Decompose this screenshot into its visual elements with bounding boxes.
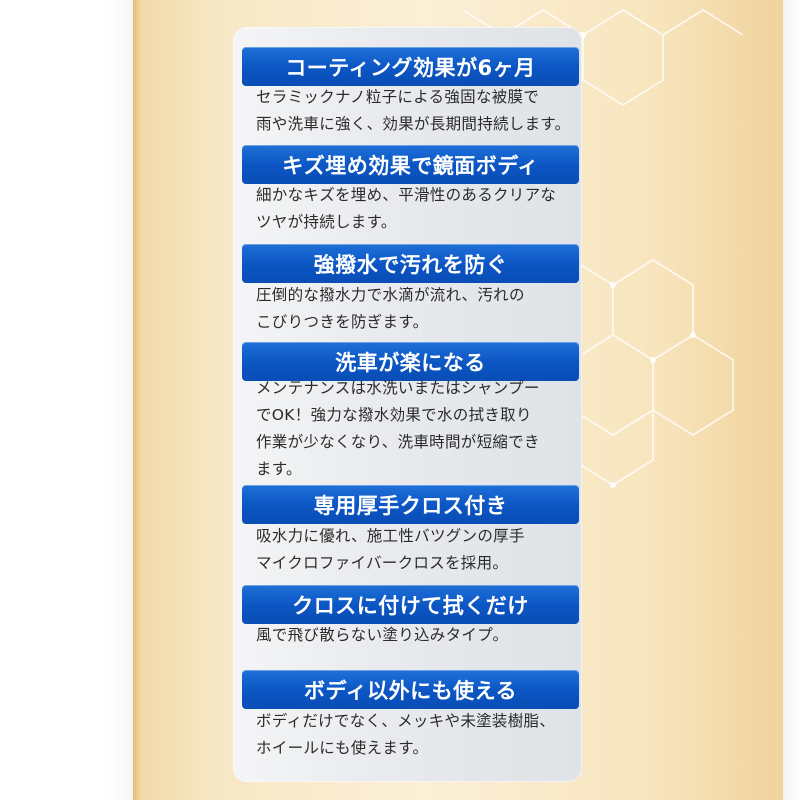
feature-heading-5: 専用厚手クロス付き xyxy=(242,485,579,524)
feature-heading-3: 強撥水で汚れを防ぐ xyxy=(242,244,579,283)
feature-heading-6: クロスに付けて拭くだけ xyxy=(242,585,579,624)
feature-title: 洗車が楽になる xyxy=(335,350,486,375)
feature-description-2: 細かなキズを埋め、平滑性のあるクリアな ツヤが持続します。 xyxy=(256,186,557,231)
background-left xyxy=(0,0,133,800)
feature-description-6: 風で飛び散らない塗り込みタイプ。 xyxy=(256,626,509,644)
feature-title: キズ埋め効果で鏡面ボディ xyxy=(282,153,539,178)
feature-title: クロスに付けて拭くだけ xyxy=(292,593,529,618)
feature-heading-7: ボディ以外にも使える xyxy=(242,670,579,709)
feature-heading-1: コーティング効果が6ヶ月 xyxy=(242,47,579,86)
feature-description-5: 吸水力に優れ、施工性バツグンの厚手 マイクロファイバークロスを採用。 xyxy=(256,527,525,572)
feature-description-4: メンテナンスは水洗いまたはシャンプー でOK！強力な撥水効果で水の拭き取り 作業… xyxy=(256,379,540,478)
feature-title: 強撥水で汚れを防ぐ xyxy=(313,252,508,277)
feature-description-3: 圧倒的な撥水力で水滴が流れ、汚れの こびりつきを防ぎます。 xyxy=(256,286,525,331)
background-right xyxy=(783,0,800,800)
feature-title: ボディ以外にも使える xyxy=(304,678,517,703)
feature-description-7: ボディだけでなく、メッキや未塗装樹脂、 ホイールにも使えます。 xyxy=(256,712,556,757)
package-edge xyxy=(133,0,141,800)
feature-heading-4: 洗車が楽になる xyxy=(242,342,579,381)
feature-description-1: セラミックナノ粒子による強固な被膜で 雨や洗車に強く、効果が長期間持続します。 xyxy=(256,88,571,133)
feature-heading-2: キズ埋め効果で鏡面ボディ xyxy=(242,145,579,184)
feature-title: 専用厚手クロス付き xyxy=(313,493,508,518)
feature-title: コーティング効果が6ヶ月 xyxy=(285,55,536,80)
